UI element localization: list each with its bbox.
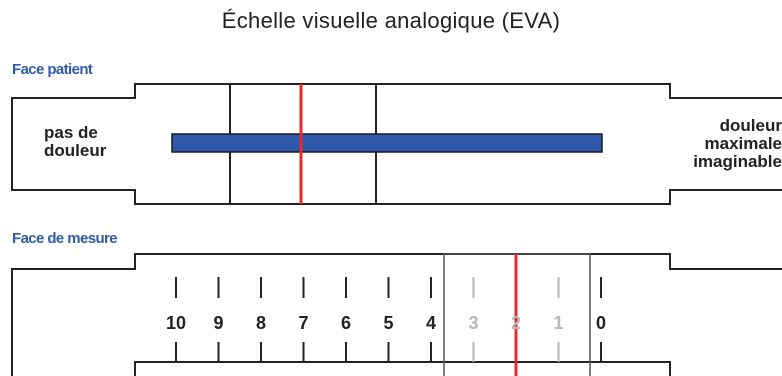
measure-ruler-outline — [11, 253, 782, 376]
scale-label: 5 — [383, 313, 394, 333]
no-pain-label: pas de douleur — [44, 124, 106, 160]
scale-label: 3 — [468, 313, 479, 333]
scale-label: 0 — [595, 313, 606, 333]
scale-label: 9 — [213, 313, 224, 333]
scale-label: 7 — [298, 313, 309, 333]
max-pain-line-1: douleur — [719, 116, 782, 135]
scale-label: 4 — [425, 313, 436, 333]
scale-label: 8 — [255, 313, 266, 333]
patient-blue-bar — [171, 133, 603, 153]
no-pain-line-1: pas de — [44, 123, 98, 142]
max-pain-line-3: imaginable — [693, 152, 782, 171]
scale-label: 10 — [166, 313, 187, 333]
patient-ruler-outline — [11, 83, 782, 205]
scale-label: 1 — [553, 313, 564, 333]
patient-face-label: Face patient — [12, 61, 93, 78]
diagram-title: Échelle visuelle analogique (EVA) — [221, 8, 561, 33]
scale-label: 2 — [510, 313, 521, 333]
no-pain-line-2: douleur — [44, 141, 107, 160]
scale-label: 6 — [340, 313, 351, 333]
max-pain-label: douleur maximale imaginable — [693, 117, 782, 171]
max-pain-line-2: maximale — [704, 134, 782, 153]
measure-face-label: Face de mesure — [12, 230, 118, 247]
